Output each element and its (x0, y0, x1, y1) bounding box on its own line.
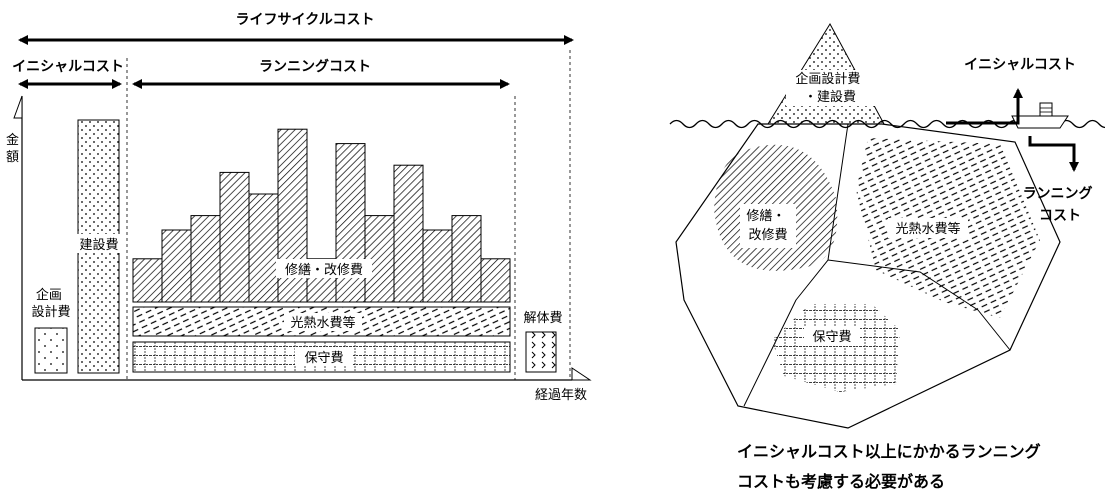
planning-cost-bar (34, 327, 68, 374)
repair-cost-bar (451, 215, 482, 303)
running-cost-down-arrow (1028, 136, 1079, 172)
repair-cost-bar (393, 164, 424, 303)
repair-cost-bar (422, 229, 453, 303)
initial-cost-up-arrow (946, 88, 1023, 125)
repair-cost-bar (480, 258, 511, 303)
lifecycle-cost-label: ライフサイクルコスト (235, 12, 374, 28)
iceberg-initial-label: イニシャルコスト (964, 57, 1076, 73)
repair-cost-bar (219, 171, 250, 303)
caption: イニシャルコスト以上にかかるランニング コストも考慮する必要がある (737, 437, 1097, 497)
repair-cost-bar (364, 215, 395, 303)
left-cost-chart: ライフサイクルコスト イニシャルコスト ランニングコスト 金 額 経過年数 企画… (6, 12, 592, 403)
iceberg-maintenance-label: 保守費 (812, 330, 851, 345)
boat-icon (1011, 102, 1069, 129)
repair-cost-label: 修繕・改修費 (285, 262, 363, 278)
repair-cost-bar (248, 193, 279, 303)
repair-cost-bar (335, 143, 366, 303)
running-cost-label: ランニングコスト (259, 58, 371, 75)
iceberg-running-label: ランニング コスト (1023, 185, 1098, 224)
x-axis-label: 経過年数 (535, 388, 587, 403)
repair-cost-bar (161, 229, 192, 303)
repair-cost-bar (132, 258, 163, 303)
iceberg-diagram: 企画設計費 ・建設費 修繕・ 改修費 光熱水費等 保守費 (669, 23, 1105, 429)
initial-cost-label: イニシャルコスト (12, 59, 124, 75)
demolition-cost-bar (525, 331, 557, 373)
utility-cost-label: 光熱水費等 (290, 315, 355, 331)
construction-cost-label: 建設費 (79, 237, 118, 253)
iceberg-tip-label: 企画設計費 ・建設費 (795, 71, 864, 105)
x-axis-arrowhead (571, 367, 592, 381)
caption-line-1: イニシャルコスト以上にかかるランニング (737, 442, 1041, 461)
y-axis-label: 金 額 (6, 132, 23, 165)
demolition-cost-label: 解体費 (523, 311, 562, 326)
y-axis-arrowhead (13, 95, 23, 119)
planning-cost-label: 企画 設計費 (31, 287, 70, 320)
caption-line-2: コストも考慮する必要がある (737, 472, 946, 491)
iceberg-repair-label: 修繕・ 改修費 (746, 208, 789, 243)
maintenance-cost-label: 保守費 (304, 351, 343, 366)
repair-cost-bar (190, 215, 221, 303)
iceberg-utility-label: 光熱水費等 (895, 221, 960, 237)
